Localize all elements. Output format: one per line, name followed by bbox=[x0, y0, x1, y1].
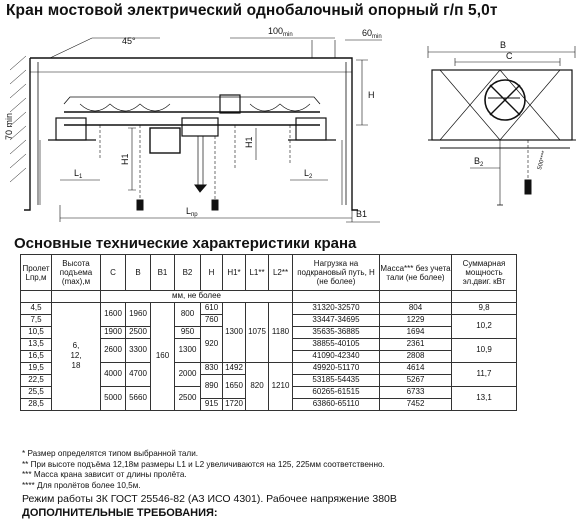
header-cell: C bbox=[100, 254, 126, 291]
dim-100-label: 100min bbox=[268, 26, 293, 38]
header-cell: Нагрузка на подкрановый путь, Н (не боле… bbox=[292, 254, 380, 291]
dim-60-label: 60min bbox=[362, 28, 382, 40]
h1-label-right: H1 bbox=[244, 136, 254, 148]
dim-70-label: 70 min bbox=[4, 113, 14, 140]
lpr-label: Lпр bbox=[186, 206, 198, 218]
footnote: *** Масса крана зависит от длины пролёта… bbox=[22, 470, 187, 480]
units-cell: мм, не более bbox=[100, 290, 293, 303]
header-cell: H1* bbox=[222, 254, 246, 291]
footnote: * Размер определятся типом выбранной тал… bbox=[22, 449, 199, 458]
footnotes: * Размер определятся типом выбранной тал… bbox=[22, 449, 385, 491]
header-cell: Пролет Lпр,м bbox=[20, 254, 52, 291]
footnote: **** Для пролётов более 10,5м. bbox=[22, 480, 141, 490]
h1-label: H1 bbox=[120, 153, 130, 165]
b1-label: B1 bbox=[356, 209, 367, 219]
table-row: 22,5 890 1650 53185-54435 5267 bbox=[20, 373, 517, 399]
header-cell: B bbox=[125, 254, 151, 291]
spec-table: Пролет Lпр,м Высота подъема (max),м C B … bbox=[20, 254, 517, 411]
table-row: 25,5 5000 5660 2500 60265-61515 6733 13,… bbox=[20, 385, 517, 411]
page-title: Кран мостовой электрический однобалочный… bbox=[6, 2, 498, 19]
height-cell: 6, 12, 18 bbox=[51, 301, 101, 411]
header-cell: Масса*** без учета тали (не более) bbox=[379, 254, 452, 291]
b1-cell: 160 bbox=[150, 301, 175, 411]
operating-mode: Режим работы 3К ГОСТ 25546-82 (АЗ ИСО 43… bbox=[22, 493, 397, 505]
header-cell: L1** bbox=[245, 254, 269, 291]
angle-label: 45° bbox=[122, 36, 136, 46]
section-title: Основные технические характеристики кран… bbox=[14, 235, 357, 252]
header-cell: B1 bbox=[150, 254, 175, 291]
table-units-row: мм, не более bbox=[20, 290, 517, 303]
header-cell: B2 bbox=[174, 254, 201, 291]
table-header-row: Пролет Lпр,м Высота подъема (max),м C B … bbox=[20, 254, 517, 291]
table-row: 4,5 6, 12, 18 1600 1960 160 800 610 1300… bbox=[20, 301, 517, 411]
crane-drawing: 45° 100min 60min 70 min H H1 H1 L1 L2 Lп… bbox=[4, 26, 576, 223]
header-cell: H bbox=[200, 254, 223, 291]
c-label: C bbox=[506, 51, 513, 61]
table-row: 13,5 2600 3300 1300 38855-40105 2361 10,… bbox=[20, 337, 517, 363]
header-cell: L2** bbox=[268, 254, 293, 291]
b2-label: B2 bbox=[474, 156, 484, 168]
h-label: H bbox=[368, 90, 375, 100]
additional-requirements-heading: ДОПОЛНИТЕЛЬНЫЕ ТРЕБОВАНИЯ: bbox=[22, 507, 218, 519]
table-row: 10,5 1900 2500 950 920 35635-36885 1694 bbox=[20, 325, 517, 363]
header-cell: Высота подъема (max),м bbox=[51, 254, 101, 291]
side-dim-label: 500**** bbox=[537, 150, 548, 171]
footnote: ** При высоте подъёма 12,18м размеры L1 … bbox=[22, 459, 385, 469]
l2-label: L2 bbox=[304, 168, 313, 180]
b-label: B bbox=[500, 40, 506, 50]
table-row: 28,5 915 1720 63860-65110 7452 bbox=[20, 397, 517, 411]
l1-label: L1 bbox=[74, 168, 83, 180]
header-cell: Суммарная мощность эл.двиг. кВт bbox=[451, 254, 517, 291]
